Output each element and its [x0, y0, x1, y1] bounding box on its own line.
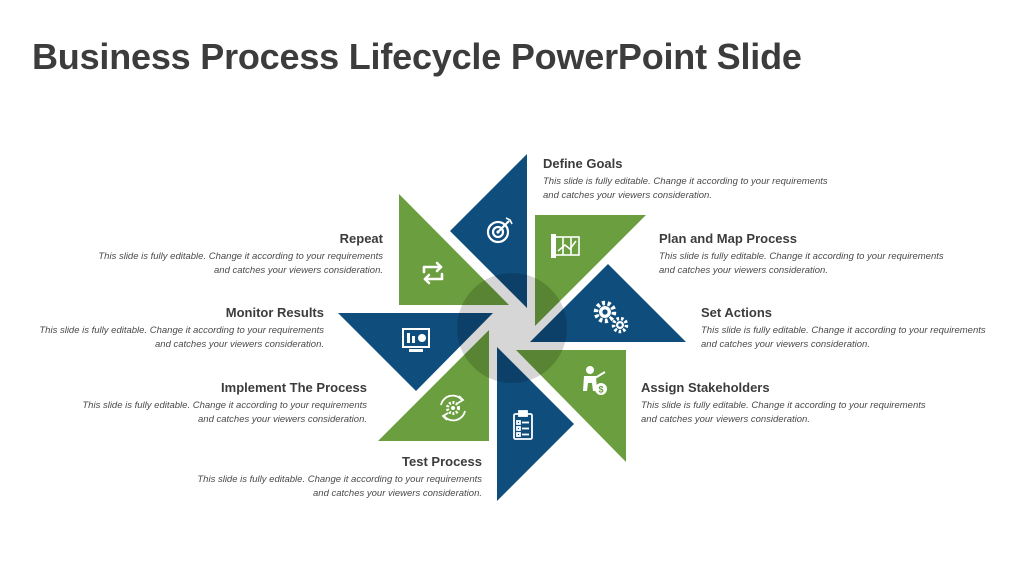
map-icon — [551, 234, 580, 258]
step-description: This slide is fully editable. Change it … — [82, 400, 367, 425]
target-icon — [486, 217, 513, 244]
step-title: Monitor Results — [225, 305, 324, 320]
step-title: Define Goals — [543, 156, 623, 171]
step-description: This slide is fully editable. Change it … — [641, 400, 926, 425]
step-description: This slide is fully editable. Change it … — [701, 325, 986, 350]
repeat-arrows-icon — [422, 261, 444, 285]
step-monitor-results: Monitor Results This slide is fully edit… — [24, 305, 324, 352]
step-description: This slide is fully editable. Change it … — [98, 251, 383, 276]
gear-cycle-icon — [440, 394, 466, 422]
step-title: Plan and Map Process — [659, 231, 797, 246]
step-title: Set Actions — [701, 305, 773, 320]
blade-implement — [378, 330, 489, 441]
slide-title: Business Process Lifecycle PowerPoint Sl… — [32, 36, 802, 77]
step-test-process: Test Process This slide is fully editabl… — [182, 454, 482, 501]
clipboard-checklist-icon — [513, 410, 533, 440]
monitor-report-icon — [402, 328, 430, 352]
blade-test-process — [497, 347, 574, 501]
blade-assign-stakeholders — [516, 350, 626, 462]
center-hub — [457, 273, 567, 383]
step-description: This slide is fully editable. Change it … — [197, 474, 482, 499]
step-repeat: Repeat This slide is fully editable. Cha… — [83, 231, 383, 278]
step-define-goals: Define Goals This slide is fully editabl… — [543, 156, 843, 203]
step-implement: Implement The Process This slide is full… — [67, 380, 367, 427]
step-title: Repeat — [339, 231, 383, 246]
step-description: This slide is fully editable. Change it … — [39, 325, 324, 350]
step-title: Test Process — [402, 454, 482, 469]
step-title: Assign Stakeholders — [641, 380, 770, 395]
stakeholder-money-icon: $ — [583, 366, 607, 395]
step-assign-stakeholders: Assign Stakeholders This slide is fully … — [641, 380, 941, 427]
step-title: Implement The Process — [221, 380, 367, 395]
svg-text:$: $ — [598, 385, 603, 395]
step-description: This slide is fully editable. Change it … — [543, 176, 828, 201]
step-plan-map: Plan and Map Process This slide is fully… — [659, 231, 959, 278]
gears-icon — [593, 300, 629, 334]
step-description: This slide is fully editable. Change it … — [659, 251, 944, 276]
step-set-actions: Set Actions This slide is fully editable… — [701, 305, 1001, 352]
